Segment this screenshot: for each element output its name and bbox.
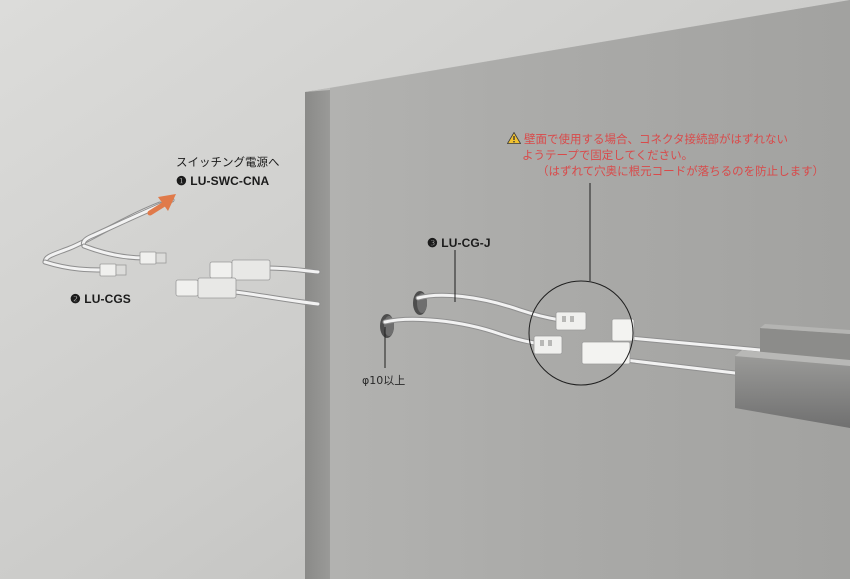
hole-size-label: φ10以上 bbox=[362, 374, 406, 387]
inner-connectors bbox=[533, 311, 635, 365]
callout-connection bbox=[528, 183, 634, 386]
outer-cables bbox=[42, 197, 321, 307]
warning-line3: （はずれて穴奥に根元コードが落ちるのを防止します） bbox=[537, 164, 825, 178]
wall-panel bbox=[305, 0, 850, 579]
label-leaders bbox=[384, 250, 456, 368]
aluminium-profiles bbox=[735, 324, 850, 428]
warning-line2: ようテープで固定してください。 bbox=[522, 148, 694, 162]
part3-label: ❸ LU-CG-J bbox=[427, 236, 491, 250]
warning-triangle-icon bbox=[507, 132, 521, 144]
inner-cables bbox=[382, 292, 763, 376]
power-supply-arrow-icon bbox=[147, 194, 176, 216]
power-supply-label: スイッチング電源へ bbox=[176, 155, 280, 169]
warning-line1: 壁面で使用する場合、コネクタ接続部がはずれない bbox=[524, 132, 789, 146]
outer-connectors bbox=[99, 251, 271, 299]
part1-label: ❶ LU-SWC-CNA bbox=[176, 174, 270, 188]
warning-note: 壁面で使用する場合、コネクタ接続部がはずれない ようテープで固定してください。 … bbox=[507, 131, 847, 179]
part2-label: ❷ LU-CGS bbox=[70, 292, 131, 306]
